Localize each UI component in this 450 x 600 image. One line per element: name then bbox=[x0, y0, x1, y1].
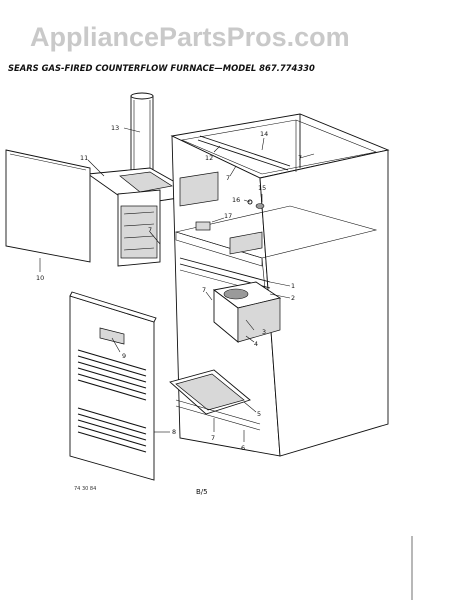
callout-1: 1 bbox=[291, 282, 295, 290]
callout-11: 11 bbox=[80, 154, 88, 162]
watermark-text: AppliancePartsPros.com bbox=[30, 22, 350, 52]
callout-2: 2 bbox=[291, 294, 295, 302]
callout-5: 5 bbox=[257, 410, 261, 418]
callout-10: 10 bbox=[36, 274, 44, 282]
callout-9: 9 bbox=[122, 352, 126, 360]
blower-assembly bbox=[212, 281, 282, 343]
diagram-title: SEARS GAS-FIRED COUNTERFLOW FURNACE—MODE… bbox=[8, 63, 315, 73]
callout-8: 8 bbox=[172, 428, 176, 436]
callout-3: 3 bbox=[262, 328, 266, 336]
callout-7-burner: 7 bbox=[202, 286, 206, 294]
upper-door-panel bbox=[5, 149, 91, 263]
page-code: B/5 bbox=[196, 488, 208, 496]
callouts: 13 11 7 10 12 14 7 7 15 16 17 1 bbox=[36, 124, 315, 452]
upper-louvers bbox=[77, 349, 147, 401]
callout-7-diverter: 7 bbox=[148, 226, 152, 234]
lower-door-panel bbox=[69, 291, 157, 481]
flue-pipe bbox=[130, 92, 154, 189]
callout-13: 13 bbox=[111, 124, 119, 132]
callout-7-bottom: 7 bbox=[211, 434, 215, 442]
callout-6: 6 bbox=[241, 444, 245, 452]
callout-4: 4 bbox=[254, 340, 258, 348]
draft-diverter bbox=[117, 189, 161, 267]
callout-7-upper: 7 bbox=[226, 174, 230, 182]
lower-louvers bbox=[77, 407, 147, 453]
callout-16: 16 bbox=[232, 196, 240, 204]
callout-17: 17 bbox=[224, 212, 232, 220]
callout-14: 14 bbox=[260, 130, 268, 138]
callout-12: 12 bbox=[205, 154, 213, 162]
filter-tray bbox=[169, 369, 261, 431]
callout-7-top: 7 bbox=[298, 154, 302, 162]
small-code: 74 30 84 bbox=[74, 486, 96, 492]
callout-15: 15 bbox=[258, 184, 266, 192]
